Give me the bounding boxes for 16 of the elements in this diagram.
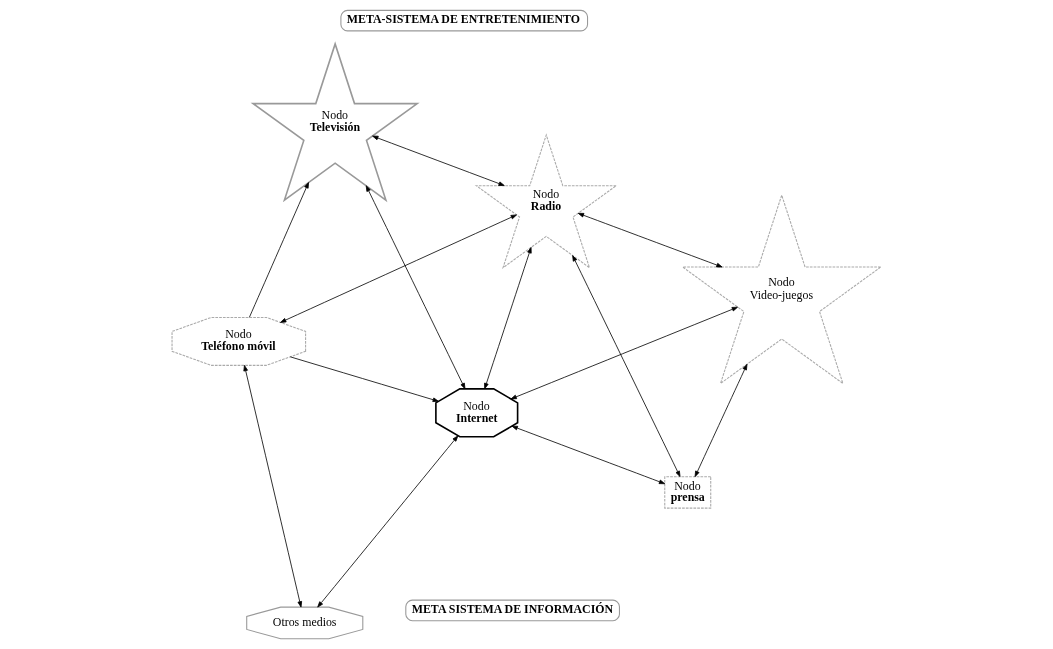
arrow: [694, 363, 748, 478]
arrow: [243, 365, 303, 608]
arrow: [289, 356, 439, 402]
arrow: [510, 306, 738, 400]
arrow: [572, 255, 681, 477]
arrow: [365, 185, 466, 390]
node-box: META SISTEMA DE INFORMACIÓN: [405, 599, 620, 622]
arrow: [372, 135, 505, 186]
arrow: [577, 212, 723, 268]
arrow: [511, 425, 666, 485]
node-box: META-SISTEMA DE ENTRETENIMIENTO: [340, 9, 589, 32]
arrow: [317, 435, 459, 608]
arrow: [280, 214, 517, 323]
arrow: [249, 182, 309, 318]
node-box: Nodo prensa: [664, 476, 712, 509]
arrow: [484, 247, 532, 390]
